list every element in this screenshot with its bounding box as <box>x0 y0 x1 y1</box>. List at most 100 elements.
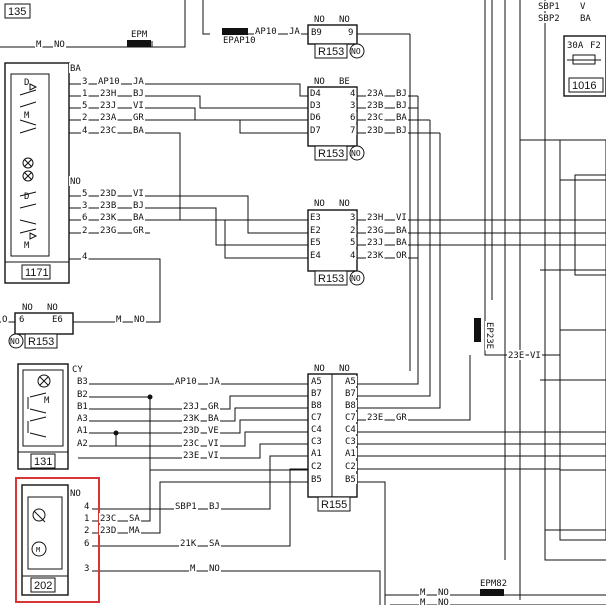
pin-label: NO <box>209 564 220 574</box>
pin-label: M <box>36 40 42 50</box>
label-bg <box>366 125 385 135</box>
pin-label: C7 <box>311 413 322 423</box>
label-bg <box>349 250 357 260</box>
label-bg <box>81 76 89 86</box>
component-label-box <box>21 264 51 280</box>
label-bg <box>83 538 91 548</box>
pin-label: BA <box>208 414 219 424</box>
label-bg <box>132 88 145 98</box>
pin-label: A1 <box>345 449 356 459</box>
pin-label: B5 <box>311 475 322 485</box>
label-bg <box>81 88 89 98</box>
pin-label: BA <box>396 113 407 123</box>
pin-label: NO <box>70 489 81 499</box>
lamp-cross-icon <box>39 376 49 386</box>
pin-label: E4 <box>310 251 321 261</box>
pin-label: NO <box>314 199 325 209</box>
label-bg <box>338 363 351 373</box>
pin-label: 23J <box>183 402 199 412</box>
pin-label: BA <box>396 226 407 236</box>
label-bg <box>349 112 357 122</box>
wire <box>69 258 161 323</box>
right-module-outline <box>559 139 606 541</box>
label-bg <box>537 13 561 23</box>
label-bg <box>81 212 89 222</box>
pin-label: D3 <box>310 101 321 111</box>
pin-label: O <box>2 315 7 325</box>
pin-label: SA <box>129 514 140 524</box>
component-202-body <box>21 484 69 596</box>
pin-label: 23C <box>183 439 199 449</box>
label-bg <box>419 597 427 605</box>
no-circle-icon <box>349 270 365 286</box>
label-bg <box>174 501 198 511</box>
motor-icon <box>31 541 47 557</box>
wire <box>92 468 308 547</box>
label-bg <box>366 88 385 98</box>
label-bg <box>83 563 91 573</box>
pin-label: B9 <box>311 28 322 38</box>
label-bg <box>338 198 351 208</box>
label-bg <box>99 513 118 523</box>
lamp-cross-icon <box>24 159 32 180</box>
pin-label: 23H <box>367 213 383 223</box>
component-label-202: 202 <box>34 580 52 592</box>
pin-label: 23K <box>183 414 200 424</box>
label-bg <box>395 88 408 98</box>
label-bg <box>83 501 91 511</box>
splice-epm <box>127 40 151 47</box>
label-bg <box>132 112 145 122</box>
pin-label: NO <box>314 77 325 87</box>
label-bg <box>338 14 351 24</box>
pin-label: VI <box>530 351 541 361</box>
pin-label: NO <box>314 364 325 374</box>
contact-label-d2: D <box>24 192 29 202</box>
pin-label: AP10 <box>98 77 120 87</box>
pin-label: 5 <box>82 189 87 199</box>
pin-label: BJ <box>209 502 220 512</box>
pin-label: AP10 <box>175 377 197 387</box>
label-bg <box>310 474 323 484</box>
pin-label: VI <box>133 101 144 111</box>
label-bg <box>133 314 146 324</box>
label-bg <box>69 63 82 73</box>
pin-label: JA <box>133 77 144 87</box>
label-bg <box>313 198 326 208</box>
pin-label: 4 <box>350 251 355 261</box>
sensor-icon <box>32 508 46 522</box>
label-bg <box>310 388 323 398</box>
label-bg <box>309 125 322 135</box>
pin-label: E6 <box>52 315 63 325</box>
label-bg <box>309 100 322 110</box>
pin-label: 3 <box>84 564 89 574</box>
no-circle-label: NO <box>351 274 361 283</box>
label-bg <box>344 400 357 410</box>
label-bg <box>81 251 89 261</box>
pin-label: VE <box>208 426 219 436</box>
wire-junction-dot <box>113 430 119 436</box>
pin-label: B2 <box>77 390 88 400</box>
component-label-r153c: R153 <box>318 273 344 285</box>
wire <box>78 431 308 447</box>
no-circle-icon <box>8 333 24 349</box>
pin-label: 4 <box>82 126 87 136</box>
pin-label: 23D <box>100 189 116 199</box>
component-label-r153a: R153 <box>318 46 344 58</box>
label-bg <box>174 376 198 386</box>
component-202-inner <box>27 496 63 570</box>
contact-label-d: D <box>24 78 29 88</box>
component-label-box <box>30 577 56 593</box>
component-label-r153b: R153 <box>318 148 344 160</box>
label-bg <box>366 250 385 260</box>
label-bg <box>132 125 145 135</box>
pin-label: 23B <box>367 101 383 111</box>
pin-label: 23E <box>183 451 199 461</box>
label-bg <box>208 563 221 573</box>
pin-label: B7 <box>345 389 356 399</box>
label-bg <box>310 412 323 422</box>
label-bg <box>437 597 450 605</box>
pin-label: BA <box>133 126 144 136</box>
component-label-box <box>30 453 56 469</box>
pin-label: A5 <box>311 377 322 387</box>
